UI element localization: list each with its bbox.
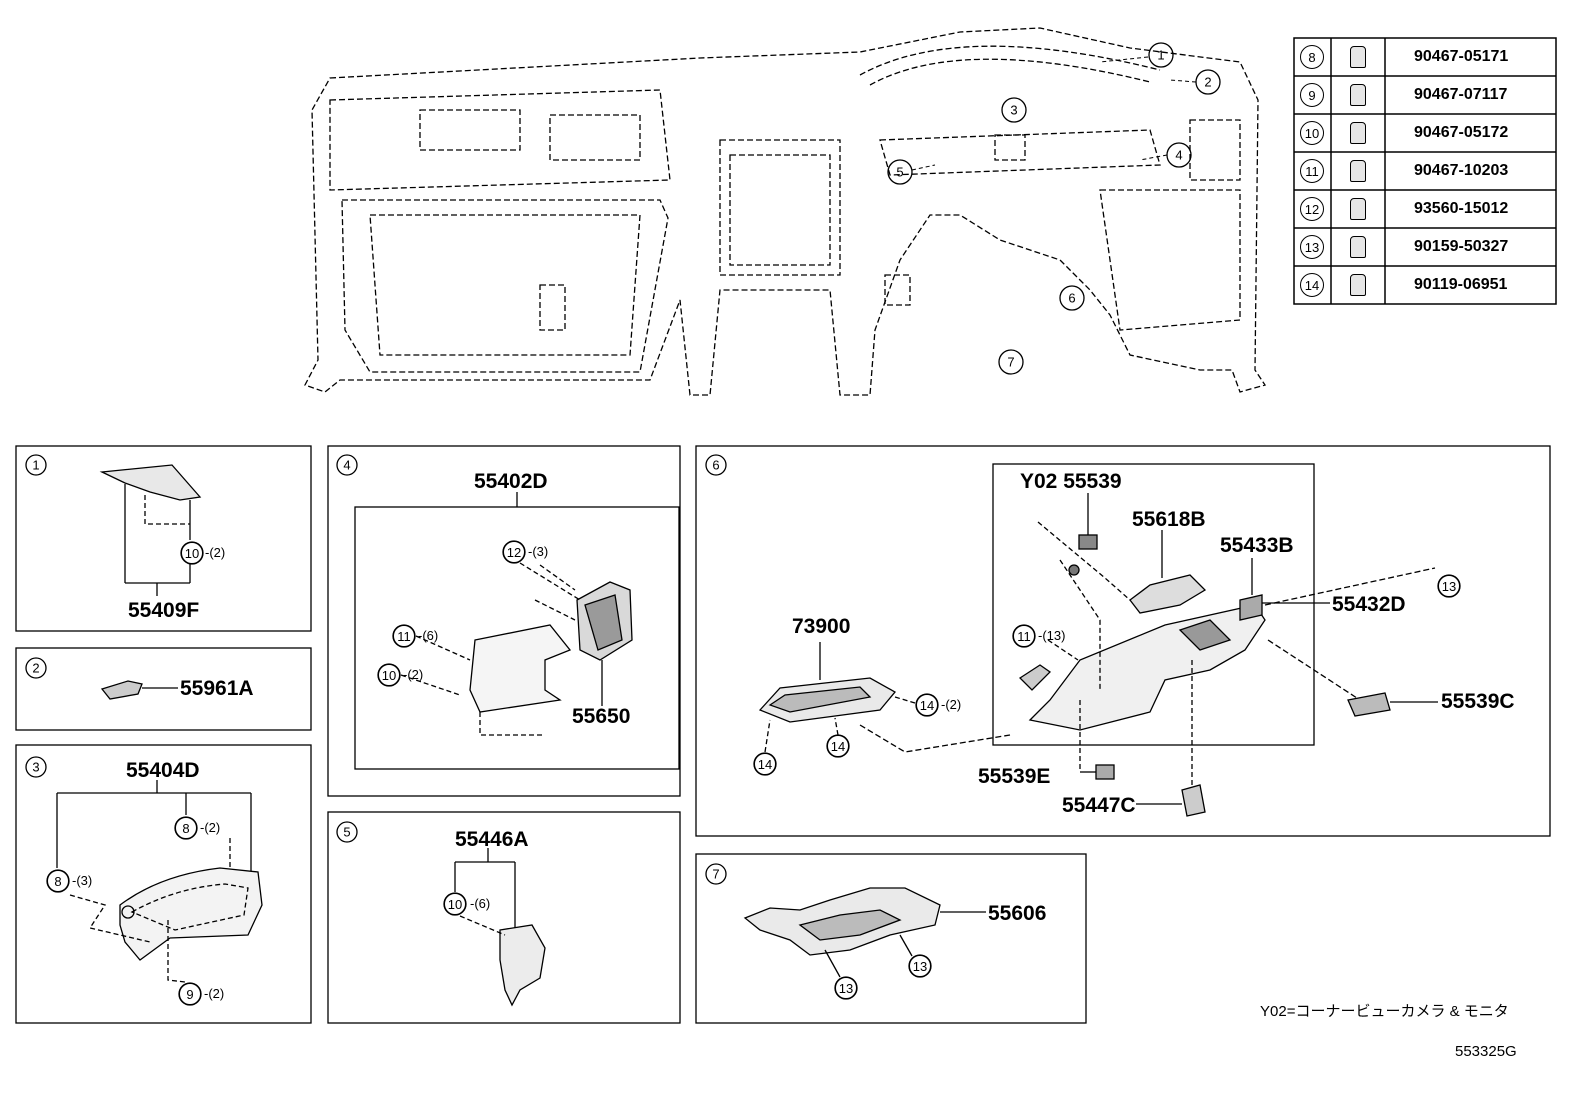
panel-2-number: 2	[32, 660, 40, 676]
p6-f14b-num: 14	[827, 735, 849, 757]
p1-fastener-qty: -(2)	[205, 545, 226, 560]
dashboard-overview	[304, 27, 1267, 396]
p4-f1-qty: -(3)	[528, 544, 549, 559]
panel-2-drawing	[100, 680, 178, 700]
bolt-icon	[1350, 236, 1366, 258]
p6-vent-part: 55433B	[1220, 534, 1294, 557]
fastener-part-number: 90159-50327	[1414, 238, 1509, 255]
fastener-table	[1293, 37, 1557, 305]
panel-4-drawing	[377, 492, 633, 736]
p5-part-number: 55446A	[455, 828, 529, 851]
p6-y02-part: Y02 55539	[1020, 470, 1122, 493]
overview-callouts	[887, 42, 1221, 375]
overview-callout-1: 1	[1157, 47, 1165, 63]
fastener-number: 8	[1300, 45, 1324, 69]
fastener-part-number: 90119-06951	[1414, 276, 1508, 293]
p5-f1-qty: -(6)	[470, 896, 491, 911]
p5-f1-num: 10	[444, 893, 466, 915]
panel-3-frame	[15, 744, 312, 1024]
panel-1-frame	[15, 445, 312, 632]
p6-f14c-num: 14	[754, 753, 776, 775]
nut-clip-icon	[1350, 160, 1366, 182]
fastener-number: 14	[1300, 273, 1324, 297]
p4-assy-number: 55402D	[474, 470, 548, 493]
p4-f2-num: 11	[393, 625, 415, 647]
fastener-part-number: 90467-10203	[1414, 162, 1509, 179]
diagram-code: 553325G	[1455, 1043, 1517, 1060]
overview-callout-5: 5	[896, 164, 904, 180]
panel-7-number: 7	[712, 866, 720, 882]
fastener-part-number: 90467-05171	[1414, 48, 1509, 65]
p4-f2-qty: -(6)	[418, 628, 439, 643]
p6-f14a-num: 14	[916, 694, 938, 716]
p6-f11-qty: -(13)	[1038, 628, 1066, 643]
panel-4-frame	[327, 445, 681, 797]
panel-6-frame	[695, 445, 1551, 837]
fastener-part-number: 90467-07117	[1414, 86, 1508, 103]
panel-6-drawing	[753, 493, 1461, 817]
p6-right-part: 55539C	[1441, 690, 1515, 713]
p3-f3-num: 9	[179, 983, 201, 1005]
p1-fastener-num: 10	[181, 542, 203, 564]
p3-part-number: 55404D	[126, 759, 200, 782]
fastener-number: 13	[1300, 235, 1324, 259]
p6-f13-num: 13	[1438, 575, 1460, 597]
p3-f3-qty: -(2)	[204, 986, 225, 1001]
p6-f14a-qty: -(2)	[941, 697, 962, 712]
overview-callout-7: 7	[1007, 354, 1015, 370]
screw-icon	[1350, 198, 1366, 220]
panel-1-number: 1	[32, 457, 40, 473]
fastener-number: 9	[1300, 83, 1324, 107]
p7-f2-num: 13	[835, 977, 857, 999]
panel-5-number: 5	[343, 824, 351, 840]
panel-5-drawing	[443, 848, 546, 1007]
p4-f3-num: 10	[378, 664, 400, 686]
fastener-part-number: 90467-05172	[1414, 124, 1509, 141]
p3-f1-qty: -(2)	[200, 820, 221, 835]
clip-icon	[1350, 46, 1366, 68]
panel-4-number: 4	[343, 457, 351, 473]
clip-icon	[1350, 122, 1366, 144]
p6-bracket-part: 55618B	[1132, 508, 1206, 531]
p6-f11-num: 11	[1013, 625, 1035, 647]
p4-part-number: 55650	[572, 705, 631, 728]
footnote: Y02=コーナービューカメラ & モニタ	[1260, 1003, 1509, 1020]
p3-f1-num: 8	[175, 817, 197, 839]
overview-callout-6: 6	[1068, 290, 1076, 306]
fastener-number: 11	[1300, 159, 1324, 183]
overview-callout-4: 4	[1175, 147, 1183, 163]
panel-6-number: 6	[712, 457, 720, 473]
overview-callout-2: 2	[1204, 74, 1212, 90]
panel-3-number: 3	[32, 759, 40, 775]
p6-switch-e-part: 55539E	[978, 765, 1051, 788]
fastener-number: 12	[1300, 197, 1324, 221]
panel-3-drawing	[46, 780, 263, 1006]
rivet-icon	[1350, 84, 1366, 106]
p1-part-number: 55409F	[128, 599, 200, 622]
panel-5-frame	[327, 811, 681, 1024]
panel-1-drawing	[99, 464, 204, 596]
panel-7-drawing	[743, 887, 986, 1000]
bolt-icon	[1350, 274, 1366, 296]
panel-7-frame	[695, 853, 1087, 1024]
fastener-part-number: 93560-15012	[1414, 200, 1509, 217]
p3-f2-num: 8	[47, 870, 69, 892]
fastener-number: 10	[1300, 121, 1324, 145]
panel-6-sub-box	[992, 463, 1315, 746]
p6-left-part: 73900	[792, 615, 851, 638]
p7-f1-num: 13	[909, 955, 931, 977]
p2-part-number: 55961A	[180, 677, 254, 700]
p6-cover-c-part: 55447C	[1062, 794, 1136, 817]
p7-part-number: 55606	[988, 902, 1047, 925]
p6-main-part: 55432D	[1332, 593, 1406, 616]
p4-f3-qty: -(2)	[403, 667, 424, 682]
overview-callout-3: 3	[1010, 102, 1018, 118]
p3-f2-qty: -(3)	[72, 873, 93, 888]
p4-f1-num: 12	[503, 541, 525, 563]
panel-2-frame	[15, 647, 312, 731]
